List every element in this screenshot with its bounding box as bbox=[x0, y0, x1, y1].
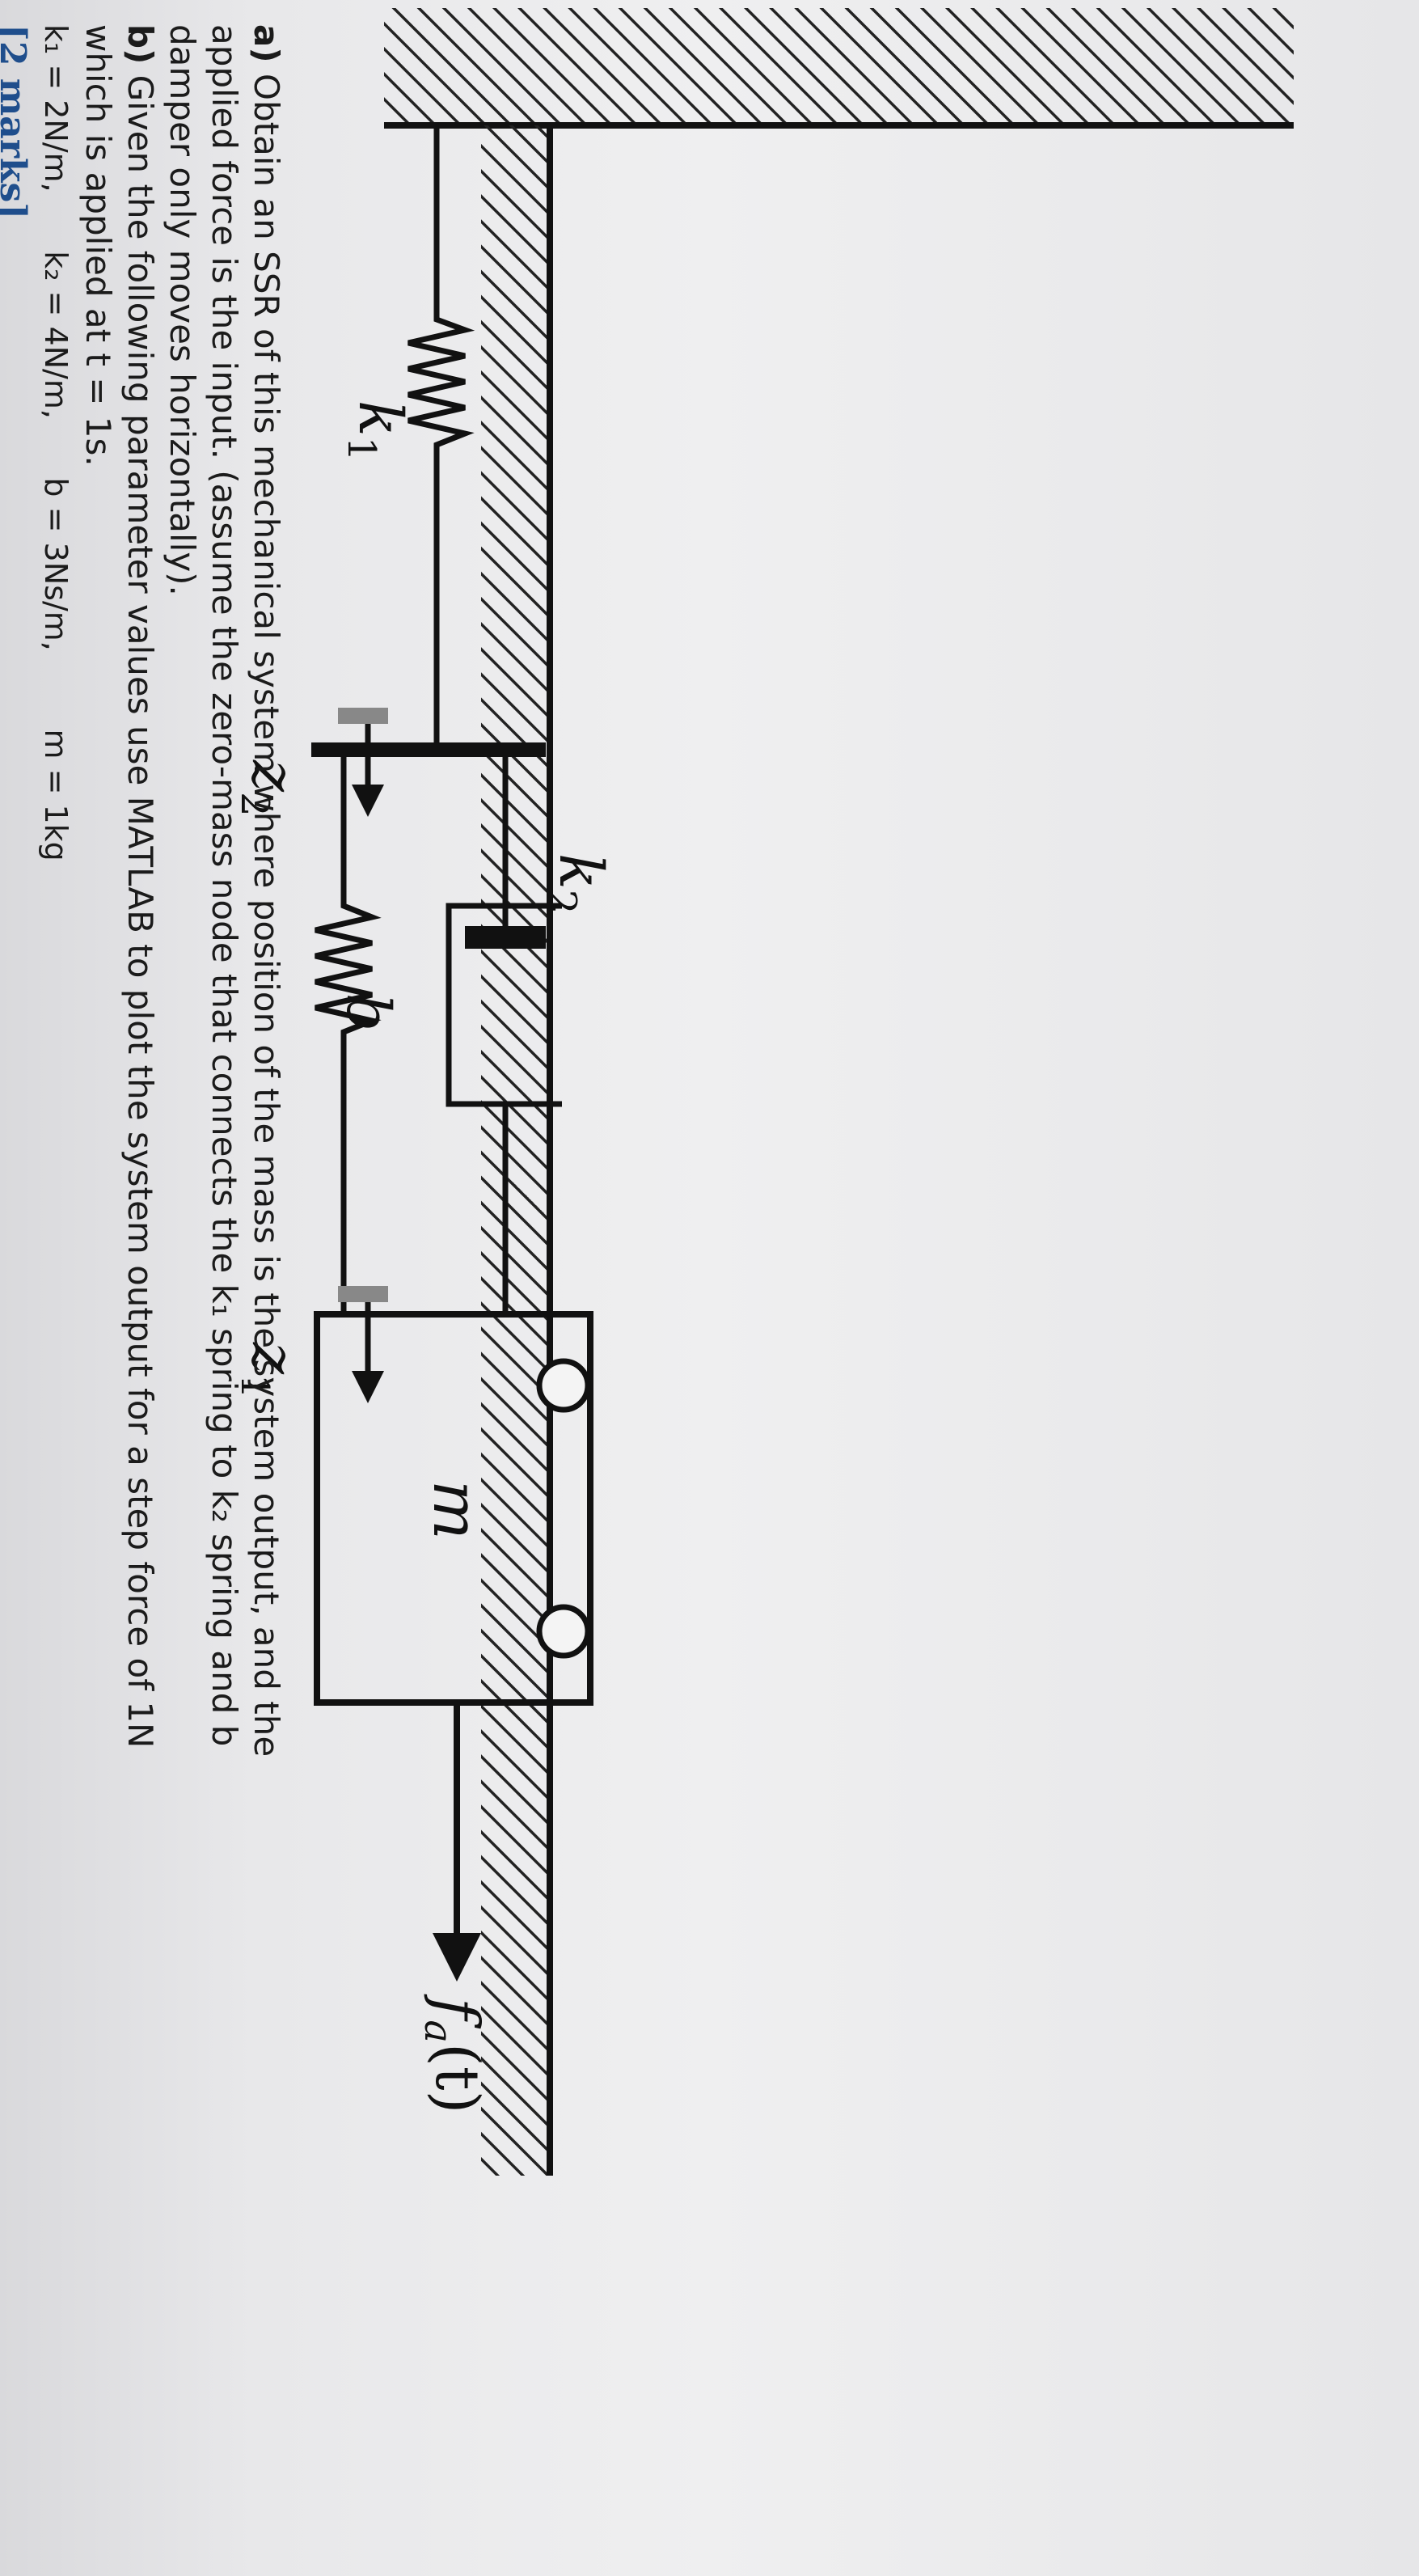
part-a-line-3: damper only moves horizontally). bbox=[163, 24, 202, 596]
part-a-text-1: Obtain an SSR of this mechanical system … bbox=[247, 62, 286, 1758]
part-b-label: b) bbox=[120, 24, 160, 65]
force-label: fa(t) bbox=[416, 1994, 492, 2114]
part-b-text-1: Given the following parameter values use… bbox=[120, 64, 160, 1749]
applied-force-arrow bbox=[433, 1703, 481, 1982]
m-label: m bbox=[419, 1480, 492, 1540]
part-a-line-2: applied force is the input. (assume the … bbox=[205, 24, 244, 1747]
parameter-values: k₁ = 2N/m, k₂ = 4N/m, b = 3Ns/m, m = 1kg bbox=[38, 24, 74, 861]
mass-wheels bbox=[536, 1358, 591, 1659]
spring-k1 bbox=[408, 125, 475, 742]
z1-label: z1 bbox=[232, 1342, 308, 1399]
part-a-line-1: a) Obtain an SSR of this mechanical syst… bbox=[245, 24, 287, 2548]
question-text: a) Obtain an SSR of this mechanical syst… bbox=[0, 24, 287, 2548]
massless-node-bar bbox=[311, 742, 546, 757]
part-b-line-2: which is applied at t = 1s. bbox=[78, 24, 118, 467]
k2-label: k2 bbox=[539, 853, 615, 914]
z2-displacement-arrow bbox=[338, 708, 388, 817]
left-wall bbox=[384, 8, 1294, 129]
ground bbox=[481, 125, 553, 2176]
damper-b bbox=[446, 757, 562, 1314]
k1-label: k1 bbox=[339, 400, 415, 461]
z1-displacement-arrow bbox=[338, 1286, 388, 1403]
part-b-line-1: b) Given the following parameter values … bbox=[119, 24, 161, 2548]
part-a-label: a) bbox=[247, 24, 286, 63]
spring-k2 bbox=[315, 757, 382, 1314]
z2-label: z2 bbox=[232, 759, 308, 817]
marks-label: [2 marks] bbox=[0, 24, 33, 220]
b-label: b bbox=[333, 993, 403, 1031]
